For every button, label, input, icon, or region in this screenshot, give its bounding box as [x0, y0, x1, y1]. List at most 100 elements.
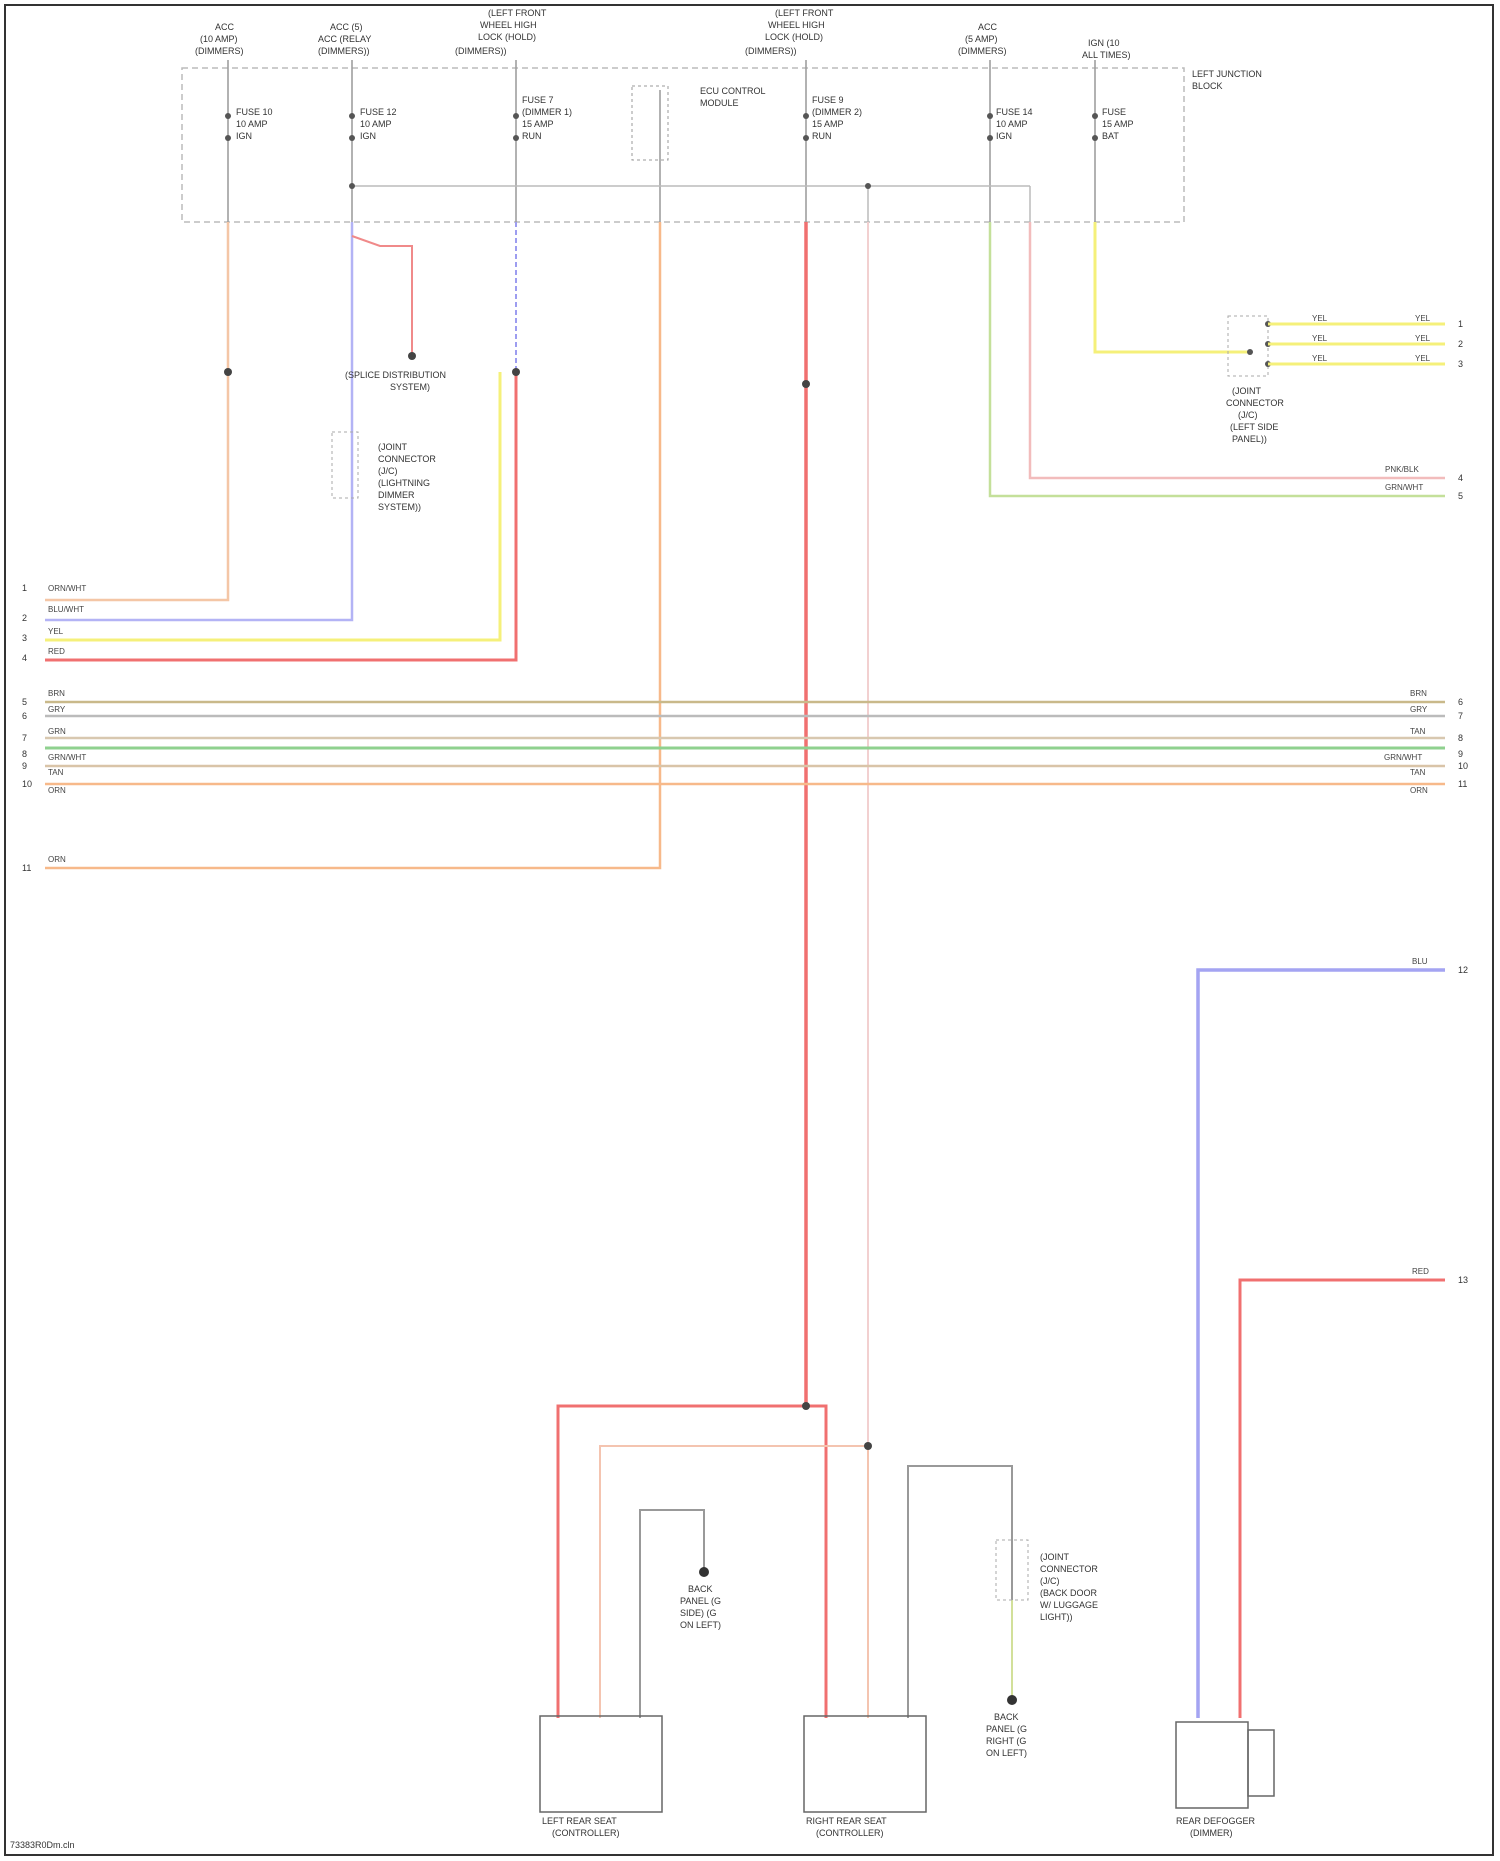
- svg-text:8: 8: [1458, 733, 1463, 743]
- svg-text:3: 3: [22, 633, 27, 643]
- wire-yel-right-feed: [1095, 222, 1250, 352]
- wire-red-branch-right: [806, 1406, 826, 1718]
- svg-text:GRN/WHT: GRN/WHT: [1385, 483, 1423, 492]
- right-rear-seat-box: [804, 1716, 926, 1812]
- left-wire-labels: 1 ORN/WHT 2 BLU/WHT 3 YEL 4 RED: [22, 583, 86, 663]
- svg-text:10: 10: [22, 779, 32, 789]
- svg-text:RED: RED: [1412, 1267, 1429, 1276]
- svg-text:GRY: GRY: [48, 705, 66, 714]
- wire-red-branch-left: [558, 1406, 806, 1718]
- svg-text:PANEL)): PANEL)): [1232, 434, 1267, 444]
- svg-text:2: 2: [22, 613, 27, 623]
- wire-grn-wht-right: [990, 222, 1445, 496]
- svg-text:PANEL (G: PANEL (G: [680, 1596, 721, 1606]
- svg-text:ON LEFT): ON LEFT): [986, 1748, 1027, 1758]
- left-rear-seat-box: [540, 1716, 662, 1812]
- svg-text:(J/C): (J/C): [378, 466, 398, 476]
- joint-connector-left: [332, 432, 358, 498]
- svg-text:GRN/WHT: GRN/WHT: [1384, 753, 1422, 762]
- svg-text:11: 11: [1458, 779, 1467, 789]
- svg-text:CONNECTOR: CONNECTOR: [378, 454, 436, 464]
- svg-text:ECU CONTROL: ECU CONTROL: [700, 86, 766, 96]
- svg-text:BRN: BRN: [1410, 689, 1427, 698]
- fuse-dots: [225, 113, 1098, 189]
- svg-text:ALL TIMES): ALL TIMES): [1082, 50, 1131, 60]
- svg-text:(DIMMERS)): (DIMMERS)): [745, 46, 797, 56]
- top-component-acc-5-relay: ACC (5) ACC (RELAY (DIMMERS)): [318, 22, 371, 56]
- svg-text:10 AMP: 10 AMP: [360, 119, 392, 129]
- svg-text:(DIMMERS)): (DIMMERS)): [455, 46, 507, 56]
- svg-text:3: 3: [1458, 359, 1463, 369]
- svg-text:RIGHT REAR SEAT: RIGHT REAR SEAT: [806, 1816, 887, 1826]
- svg-text:10 AMP: 10 AMP: [996, 119, 1028, 129]
- svg-text:WHEEL HIGH: WHEEL HIGH: [480, 20, 537, 30]
- svg-text:RIGHT (G: RIGHT (G: [986, 1736, 1026, 1746]
- junction-block-label: LEFT JUNCTION BLOCK: [1192, 69, 1262, 91]
- svg-text:YEL: YEL: [48, 627, 64, 636]
- svg-text:SIDE) (G: SIDE) (G: [680, 1608, 717, 1618]
- svg-text:BACK: BACK: [994, 1712, 1019, 1722]
- top-component-ign-all-times: IGN (10 ALL TIMES): [1082, 38, 1131, 60]
- block-label-line: LEFT JUNCTION: [1192, 69, 1262, 79]
- svg-text:YEL: YEL: [1312, 314, 1328, 323]
- block-label-line: BLOCK: [1192, 81, 1223, 91]
- svg-text:(JOINT: (JOINT: [1040, 1552, 1069, 1562]
- svg-text:TAN: TAN: [1410, 768, 1426, 777]
- svg-text:TAN: TAN: [48, 768, 64, 777]
- svg-text:LOCK (HOLD): LOCK (HOLD): [478, 32, 536, 42]
- ecu-module-box: [632, 86, 668, 160]
- svg-text:(DIMMER 2): (DIMMER 2): [812, 107, 862, 117]
- svg-text:6: 6: [1458, 697, 1463, 707]
- wire-splice-feed: [352, 236, 412, 356]
- fuse-label-bat: FUSE 15 AMP BAT: [1102, 107, 1134, 141]
- svg-text:5: 5: [22, 697, 27, 707]
- svg-text:SYSTEM)): SYSTEM)): [378, 502, 421, 512]
- svg-text:BLU: BLU: [1412, 957, 1428, 966]
- svg-text:IGN: IGN: [996, 131, 1012, 141]
- svg-text:SYSTEM): SYSTEM): [390, 382, 430, 392]
- svg-text:(JOINT: (JOINT: [1232, 386, 1261, 396]
- svg-text:(BACK DOOR: (BACK DOOR: [1040, 1588, 1098, 1598]
- svg-text:CONNECTOR: CONNECTOR: [1040, 1564, 1098, 1574]
- svg-text:6: 6: [22, 711, 27, 721]
- svg-text:ACC (5): ACC (5): [330, 22, 363, 32]
- svg-text:BACK: BACK: [688, 1584, 713, 1594]
- bus-wire-labels-right: BRN GRY TAN GRN/WHT TAN ORN 6 7 8 9 10 1…: [1384, 689, 1468, 795]
- svg-text:ORN/WHT: ORN/WHT: [48, 584, 86, 593]
- svg-text:WHEEL HIGH: WHEEL HIGH: [768, 20, 825, 30]
- far-right-labels: BLU 12 RED 13: [1412, 957, 1468, 1285]
- svg-text:(CONTROLLER): (CONTROLLER): [816, 1828, 884, 1838]
- footer-code: 73383R0Dm.cln: [10, 1840, 75, 1850]
- svg-text:LOCK (HOLD): LOCK (HOLD): [765, 32, 823, 42]
- svg-text:W/ LUGGAGE: W/ LUGGAGE: [1040, 1600, 1098, 1610]
- svg-text:(DIMMER 1): (DIMMER 1): [522, 107, 572, 117]
- svg-text:IGN: IGN: [236, 131, 252, 141]
- svg-text:(LEFT FRONT: (LEFT FRONT: [775, 8, 834, 18]
- ground-label-left: BACK PANEL (G SIDE) (G ON LEFT): [680, 1584, 721, 1630]
- svg-text:7: 7: [1458, 711, 1463, 721]
- fuse-label-10: FUSE 10 10 AMP IGN: [236, 107, 273, 141]
- svg-text:4: 4: [22, 653, 27, 663]
- svg-text:13: 13: [1458, 1275, 1468, 1285]
- svg-text:YEL: YEL: [1415, 314, 1431, 323]
- svg-text:PNK/BLK: PNK/BLK: [1385, 465, 1419, 474]
- svg-text:15 AMP: 15 AMP: [522, 119, 554, 129]
- svg-text:(DIMMERS): (DIMMERS): [958, 46, 1007, 56]
- svg-text:(CONTROLLER): (CONTROLLER): [552, 1828, 620, 1838]
- svg-text:RUN: RUN: [522, 131, 542, 141]
- fuse-stubs: [228, 60, 1095, 222]
- svg-text:15 AMP: 15 AMP: [812, 119, 844, 129]
- svg-text:GRN: GRN: [48, 727, 66, 736]
- svg-text:LEFT REAR SEAT: LEFT REAR SEAT: [542, 1816, 617, 1826]
- top-component-left-front-2: (LEFT FRONT WHEEL HIGH LOCK (HOLD) (DIMM…: [745, 8, 834, 56]
- joint-connector-right: [1228, 316, 1268, 376]
- svg-text:1: 1: [22, 583, 27, 593]
- svg-text:PANEL (G: PANEL (G: [986, 1724, 1027, 1734]
- svg-text:ACC (RELAY: ACC (RELAY: [318, 34, 371, 44]
- svg-text:GRN/WHT: GRN/WHT: [48, 753, 86, 762]
- svg-text:GRY: GRY: [1410, 705, 1428, 714]
- svg-text:(5 AMP): (5 AMP): [965, 34, 998, 44]
- svg-text:4: 4: [1458, 473, 1463, 483]
- joint-connector-dimmer-label: (JOINT CONNECTOR (J/C) (LIGHTNING DIMMER…: [378, 442, 436, 512]
- svg-text:ORN: ORN: [1410, 786, 1428, 795]
